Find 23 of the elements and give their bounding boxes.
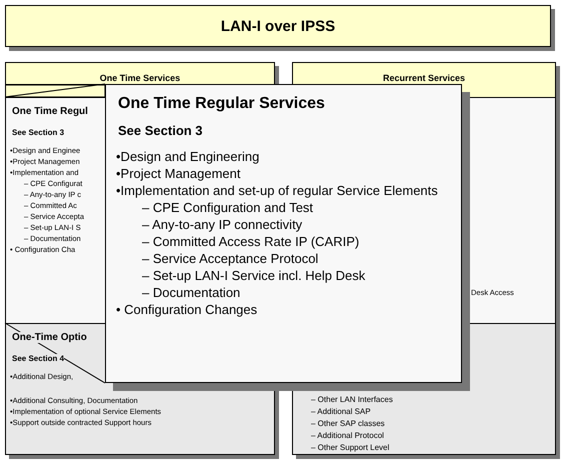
- sub-item: – Service Acceptance Protocol: [142, 251, 318, 266]
- sub-item: – Set-up LAN-I Service incl. Help Desk: [142, 268, 366, 283]
- sub-item: – Committed Access Rate IP (CARIP): [142, 234, 360, 249]
- bullet-item: •Implementation and set-up of regular Service Elements: [116, 183, 438, 198]
- sub-item: – Any-to-any IP connectivity: [142, 217, 302, 232]
- sub-item: – Additional Protocol: [311, 431, 384, 440]
- diagram-title: LAN-I over IPSS: [220, 18, 336, 34]
- service-panel: [5, 97, 106, 324]
- sub-item: – Additional SAP: [311, 407, 371, 416]
- sub-item: – Other LAN Interfaces: [311, 395, 393, 404]
- sub-item: – Other Support Level: [311, 443, 390, 452]
- bullet-item: • Configuration Changes: [116, 302, 258, 317]
- sub-item: – Documentation: [142, 285, 240, 300]
- section-reference: See Section 3: [12, 128, 64, 137]
- bullet-item: •Design and Engineering: [116, 149, 260, 164]
- panel-heading: One Time Regular Services: [118, 95, 325, 113]
- panel-heading: One Time Regul: [12, 106, 88, 117]
- bullet-item: •Project Management: [116, 166, 241, 181]
- section-reference: See Section 3: [118, 123, 203, 138]
- section-reference: See Section 4: [12, 354, 64, 363]
- sub-item: – Other SAP classes: [311, 419, 385, 428]
- sub-item: – CPE Configuration and Test: [142, 200, 314, 215]
- panel-heading: One-Time Optio: [12, 332, 87, 343]
